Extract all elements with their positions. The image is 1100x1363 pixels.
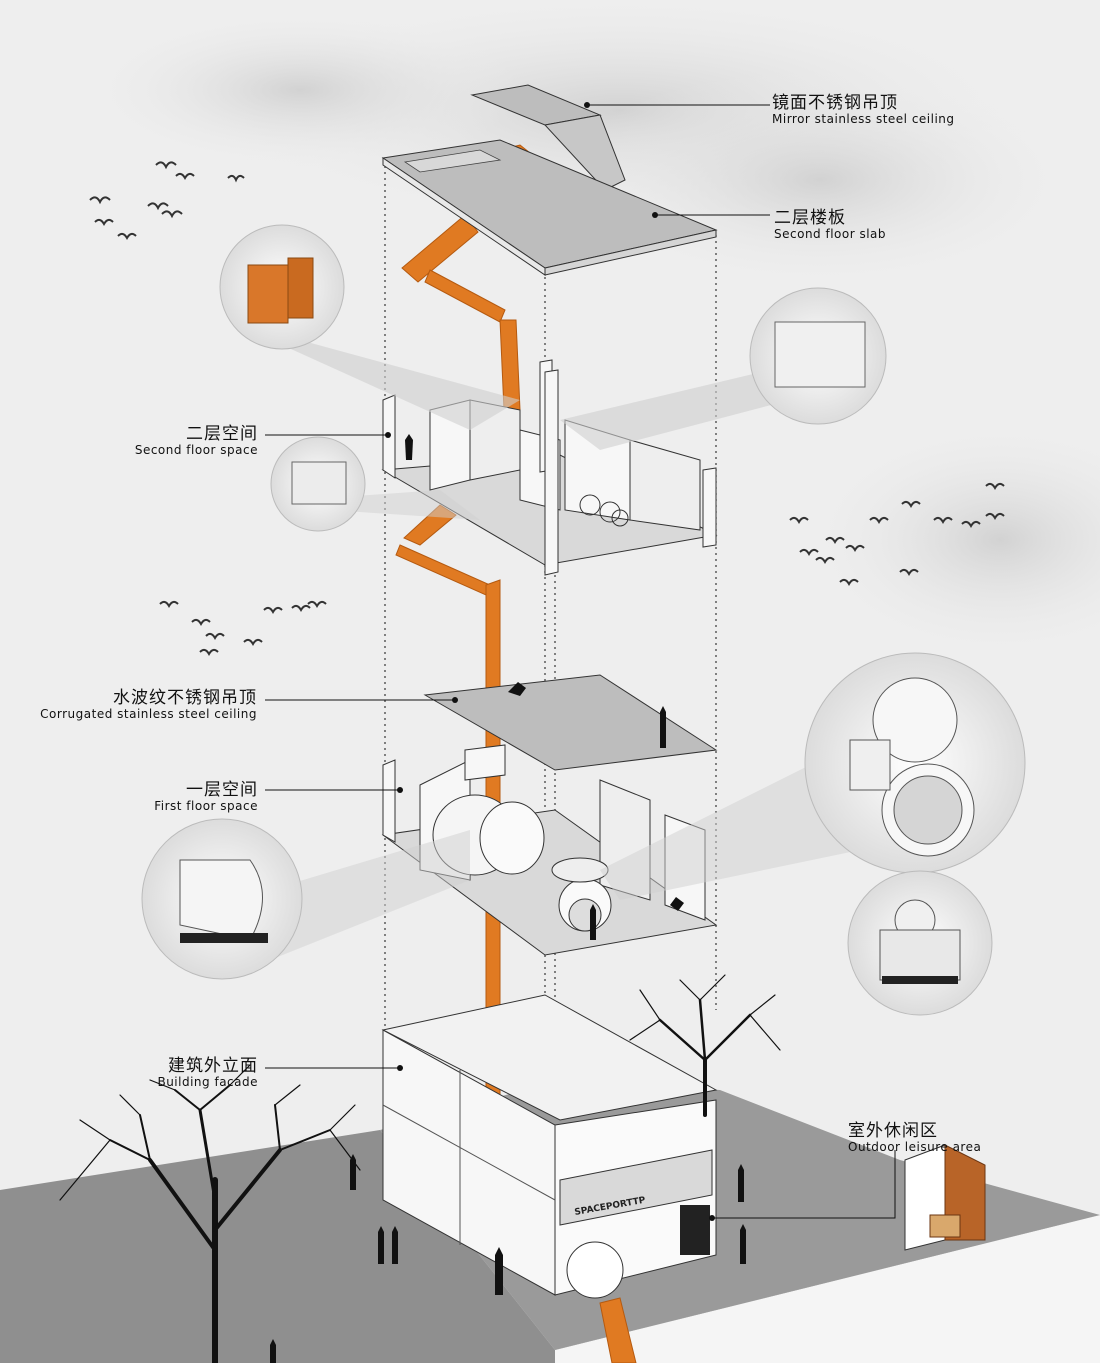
birds xyxy=(89,161,1005,657)
label-facade: 建筑外立面 Building facade xyxy=(157,1056,258,1089)
label-mirror-ceiling: 镜面不锈钢吊顶 Mirror stainless steel ceiling xyxy=(772,93,955,126)
label-second-slab: 二层楼板 Second floor slab xyxy=(774,208,887,241)
projection-lines xyxy=(384,160,717,1100)
label-zh: 二层空间 xyxy=(186,424,258,444)
label-outdoor: 室外休闲区 Outdoor leisure area xyxy=(848,1121,982,1154)
label-zh: 水波纹不锈钢吊顶 xyxy=(113,688,257,708)
label-first-space: 一层空间 First floor space xyxy=(154,780,258,813)
leader-lines xyxy=(265,104,896,1219)
label-zh: 一层空间 xyxy=(186,780,258,800)
label-corrugated-ceiling: 水波纹不锈钢吊顶 Corrugated stainless steel ceil… xyxy=(40,688,257,721)
tree-left xyxy=(59,1064,361,1363)
detail-callouts xyxy=(141,224,1026,1016)
label-en: Second floor slab xyxy=(774,227,887,241)
label-second-space: 二层空间 Second floor space xyxy=(134,424,258,457)
label-en: Corrugated stainless steel ceiling xyxy=(40,707,257,721)
label-zh: 建筑外立面 xyxy=(168,1056,258,1076)
building-facade: SPACEPORTTP xyxy=(381,994,718,1299)
corrugated-ceiling xyxy=(423,674,718,771)
mirror-ceiling xyxy=(470,84,626,191)
label-en: Second floor space xyxy=(134,443,258,457)
label-zh: 二层楼板 xyxy=(774,208,846,228)
people-silhouettes xyxy=(270,1154,746,1363)
outdoor-inset xyxy=(904,1144,986,1251)
label-zh: 室外休闲区 xyxy=(848,1121,938,1141)
leader-dots xyxy=(385,102,715,1221)
label-en: Outdoor leisure area xyxy=(848,1140,982,1154)
label-zh: 镜面不锈钢吊顶 xyxy=(772,93,898,113)
second-floor-slab xyxy=(381,139,718,276)
label-en: Mirror stainless steel ceiling xyxy=(772,112,955,126)
label-en: First floor space xyxy=(154,799,258,813)
label-en: Building facade xyxy=(157,1075,258,1089)
tree-right xyxy=(629,974,781,1117)
